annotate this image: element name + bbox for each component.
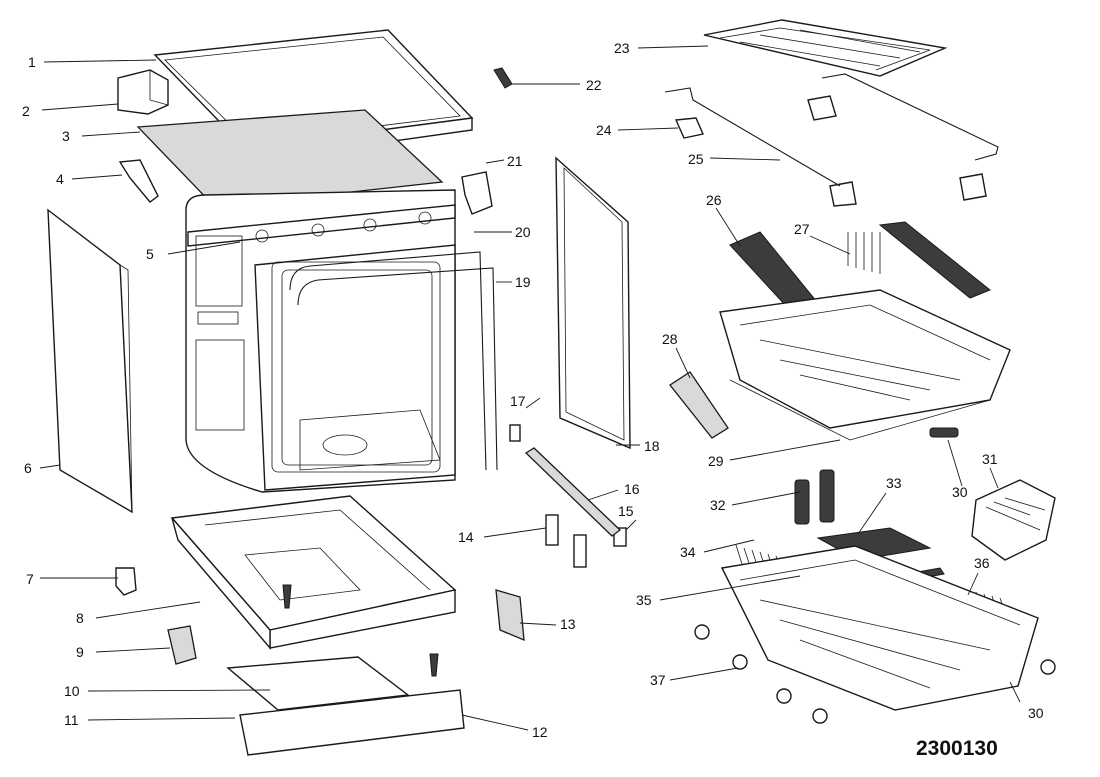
callout-25: 25: [688, 151, 704, 167]
callout-28: 28: [662, 331, 678, 347]
callout-7: 7: [26, 571, 34, 587]
part-lower-basket: [720, 545, 1039, 711]
callout-29: 29: [708, 453, 724, 469]
callout-2: 2: [22, 103, 30, 119]
part-door-seal-upper: [289, 251, 487, 471]
part-side-panel-right: [555, 156, 631, 450]
part-side-bracket-left: [118, 159, 159, 203]
part-tine-row: [878, 221, 991, 299]
callout-14: 14: [458, 529, 474, 545]
part-tub-body: [185, 189, 456, 493]
part-side-bracket-right: [461, 171, 493, 215]
part-flip-tine: [669, 371, 729, 439]
callout-15: 15: [618, 503, 634, 519]
part-toe-panel: [239, 689, 465, 756]
callout-4: 4: [56, 171, 64, 187]
callout-3: 3: [62, 128, 70, 144]
callout-32: 32: [710, 497, 726, 513]
callout-9: 9: [76, 644, 84, 660]
callout-6: 6: [24, 460, 32, 476]
callout-labels: 1 2 3 4 5 6 7 8 9 10 11 12 13 14 15 16 1…: [22, 40, 1044, 740]
part-door-seal-lower: [297, 267, 498, 471]
callout-12: 12: [532, 724, 548, 740]
callout-31: 31: [982, 451, 998, 467]
part-wheels: [694, 624, 1056, 724]
callout-1: 1: [28, 54, 36, 70]
part-top-rack: [703, 19, 948, 77]
part-rack-rail-wire: [821, 73, 999, 161]
callout-13: 13: [560, 616, 576, 632]
part-hinge-right: [573, 534, 587, 568]
part-hinge-left: [545, 514, 559, 546]
callout-19: 19: [515, 274, 531, 290]
part-basket-handle-upper: [929, 427, 959, 438]
part-cutlery-basket: [971, 479, 1056, 561]
part-rail-clip: [959, 173, 987, 201]
part-rail-clip: [807, 95, 837, 121]
callout-30-lower: 30: [1028, 705, 1044, 721]
part-side-panel-left: [47, 208, 133, 514]
part-rail-clip-left: [674, 117, 704, 139]
callout-11: 11: [64, 712, 79, 728]
callout-24: 24: [596, 122, 612, 138]
part-rail: [524, 447, 622, 537]
screw-icon: [429, 653, 439, 677]
part-rear-bracket: [117, 69, 169, 115]
callout-5: 5: [146, 246, 154, 262]
callout-36: 36: [974, 555, 990, 571]
part-insulation-plate: [136, 109, 444, 208]
callout-17: 17: [510, 393, 526, 409]
callout-22: 22: [586, 77, 602, 93]
part-hinge-cover: [509, 424, 521, 442]
screw-icon: [282, 584, 292, 609]
part-side-clip: [495, 589, 525, 642]
part-rail-clip: [829, 181, 857, 207]
callout-34: 34: [680, 544, 696, 560]
part-clip: [493, 67, 513, 89]
callout-18: 18: [644, 438, 660, 454]
part-fold-holder: [794, 469, 835, 525]
part-rack-rail-wire: [664, 87, 841, 187]
callout-21: 21: [507, 153, 523, 169]
callout-10: 10: [64, 683, 80, 699]
part-flap: [167, 625, 197, 665]
callout-20: 20: [515, 224, 531, 240]
callout-27: 27: [794, 221, 810, 237]
callout-26: 26: [706, 192, 722, 208]
callout-37: 37: [650, 672, 666, 688]
part-valve: [115, 567, 137, 596]
part-base-frame: [170, 495, 457, 650]
callout-23: 23: [614, 40, 630, 56]
leader-lines: [39, 45, 1021, 731]
part-upper-basket: [719, 289, 1011, 441]
part-tine-comb: [847, 232, 881, 274]
callout-30: 30: [952, 484, 968, 500]
part-kickplate-support: [226, 656, 410, 711]
callout-35: 35: [636, 592, 652, 608]
callout-8: 8: [76, 610, 84, 626]
callout-33: 33: [886, 475, 902, 491]
callout-16: 16: [624, 481, 640, 497]
drawing-number: 2300130: [916, 737, 998, 760]
